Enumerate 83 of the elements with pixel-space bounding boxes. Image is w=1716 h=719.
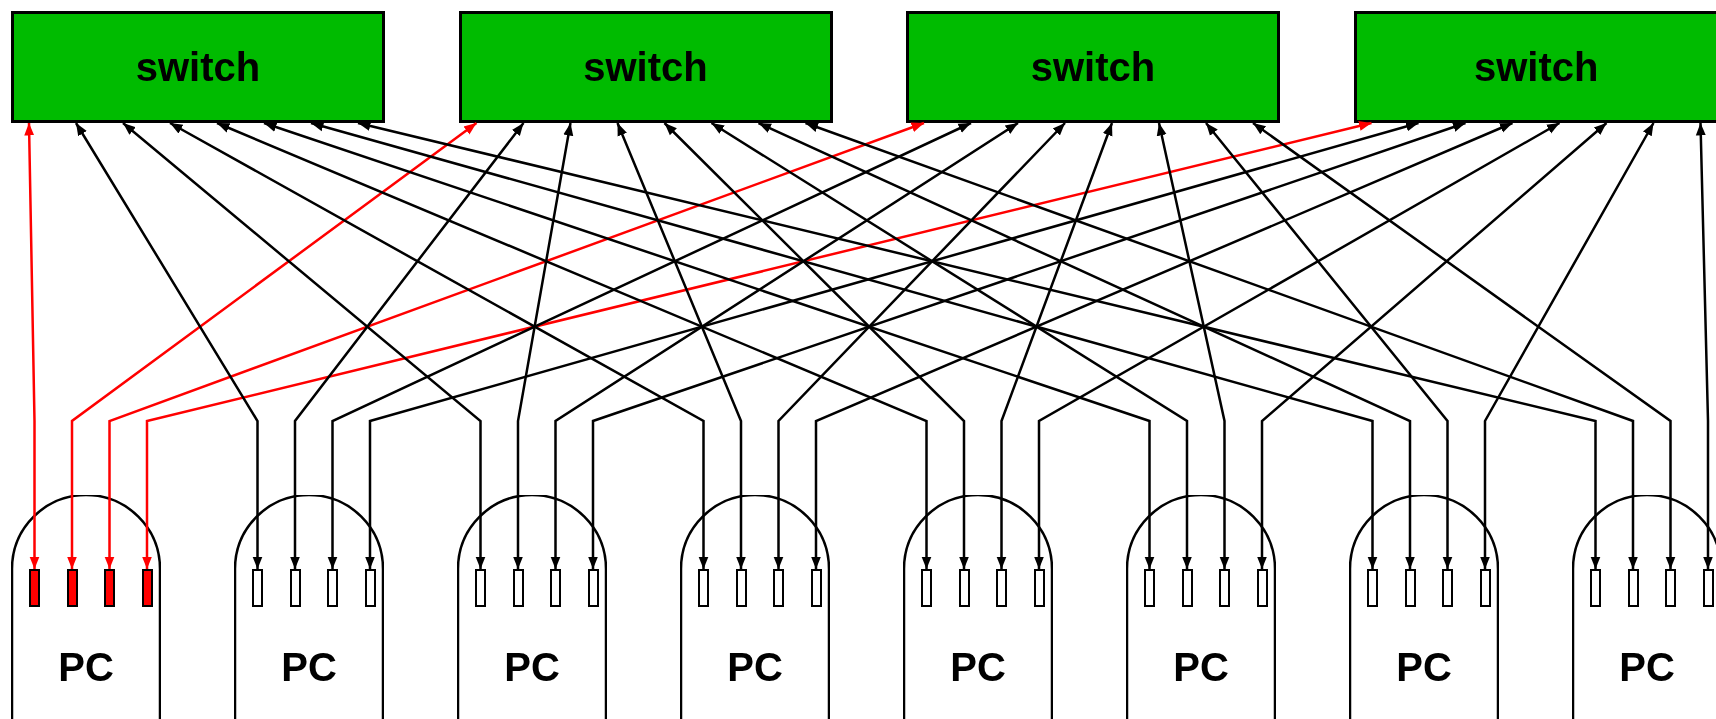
pc-label: PC bbox=[1395, 645, 1453, 690]
connection-arrow bbox=[327, 121, 972, 569]
switch-label: switch bbox=[135, 44, 261, 90]
port-slot bbox=[1590, 569, 1601, 607]
port-slot bbox=[1702, 569, 1714, 607]
port-slot bbox=[1367, 569, 1378, 607]
connection-arrow bbox=[1034, 121, 1561, 569]
connection-arrow bbox=[1480, 122, 1655, 569]
port-slot bbox=[1404, 569, 1416, 607]
port-slot bbox=[1144, 569, 1155, 607]
port-slot bbox=[364, 569, 376, 607]
port-slot bbox=[810, 569, 822, 607]
port-slot bbox=[773, 569, 784, 607]
connection-arrow bbox=[24, 122, 40, 569]
pc-label: PC bbox=[1172, 645, 1230, 690]
connection-arrow bbox=[1252, 122, 1676, 569]
pc-label: PC bbox=[1618, 645, 1676, 690]
port-slot bbox=[1665, 569, 1676, 607]
connection-arrow bbox=[357, 121, 1601, 569]
switch-label: switch bbox=[583, 44, 708, 90]
port-slot bbox=[698, 569, 709, 607]
pc-shape bbox=[1349, 495, 1499, 719]
pc-shape bbox=[680, 495, 830, 719]
port-slot bbox=[1479, 569, 1491, 607]
port-slot bbox=[66, 569, 78, 607]
connection-arrow bbox=[588, 121, 1466, 569]
pc-shape bbox=[1572, 495, 1716, 719]
connection-arrow bbox=[1156, 122, 1230, 569]
port-slot bbox=[587, 569, 599, 607]
connection-arrow bbox=[805, 121, 1638, 569]
connection-arrow bbox=[263, 121, 1155, 569]
pc-label: PC bbox=[726, 645, 784, 690]
port-slot bbox=[512, 569, 524, 607]
connection-arrow bbox=[996, 122, 1114, 569]
connection-arrow bbox=[616, 122, 746, 569]
switch-box bbox=[1353, 11, 1716, 123]
pc-label: PC bbox=[949, 645, 1007, 690]
port-slot bbox=[327, 569, 338, 607]
port-slot bbox=[921, 569, 932, 607]
connection-arrow bbox=[773, 122, 1066, 569]
pc-shape bbox=[234, 495, 384, 719]
switch-label: switch bbox=[1474, 44, 1599, 90]
pc-label: PC bbox=[57, 645, 115, 690]
port-slot bbox=[958, 569, 970, 607]
connection-arrow bbox=[513, 122, 574, 569]
port-slot bbox=[1219, 569, 1230, 607]
connection-arrow bbox=[290, 122, 525, 569]
port-slot bbox=[1033, 569, 1045, 607]
connection-arrow bbox=[122, 122, 486, 569]
port-slot bbox=[996, 569, 1007, 607]
port-slot bbox=[104, 569, 115, 607]
pc-shape bbox=[1126, 495, 1276, 719]
pc-shape bbox=[11, 495, 161, 719]
switch-label: switch bbox=[1030, 44, 1156, 90]
connection-arrow bbox=[67, 122, 478, 569]
pc-shape bbox=[457, 495, 607, 719]
port-slot bbox=[29, 569, 40, 607]
connection-arrow bbox=[710, 121, 1192, 569]
connection-arrow bbox=[811, 121, 1513, 569]
switch-box bbox=[906, 11, 1280, 123]
connection-arrow bbox=[1257, 122, 1608, 569]
switch-box bbox=[11, 11, 385, 123]
connection-arrow bbox=[663, 122, 969, 569]
connection-arrow bbox=[1695, 122, 1713, 569]
port-slot bbox=[1442, 569, 1453, 607]
pc-label: PC bbox=[503, 645, 561, 690]
connection-arrow bbox=[758, 121, 1415, 569]
connection-arrow bbox=[550, 121, 1019, 569]
connection-arrow bbox=[74, 122, 263, 569]
connection-arrow bbox=[1205, 122, 1453, 569]
port-slot bbox=[550, 569, 561, 607]
switch-box bbox=[458, 11, 833, 123]
port-slot bbox=[1627, 569, 1639, 607]
port-slot bbox=[289, 569, 301, 607]
port-slot bbox=[735, 569, 747, 607]
port-slot bbox=[252, 569, 263, 607]
pc-shape bbox=[903, 495, 1053, 719]
connection-arrow bbox=[169, 121, 709, 569]
port-slot bbox=[475, 569, 486, 607]
pc-label: PC bbox=[280, 645, 338, 690]
port-slot bbox=[1256, 569, 1268, 607]
port-slot bbox=[141, 569, 153, 607]
port-slot bbox=[1181, 569, 1193, 607]
